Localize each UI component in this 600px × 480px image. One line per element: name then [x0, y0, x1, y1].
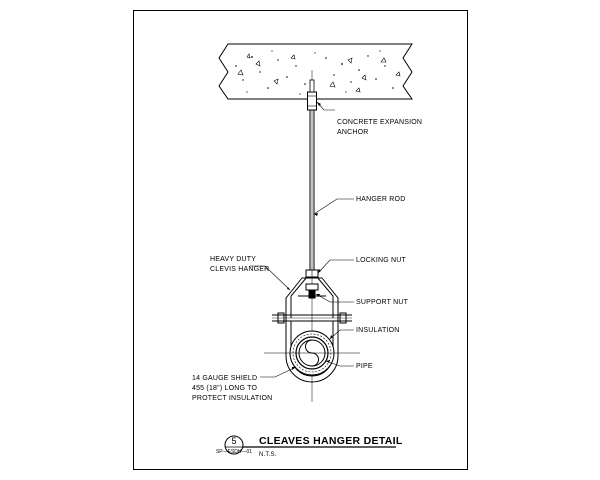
detail-title: CLEAVES HANGER DETAIL	[259, 435, 403, 447]
detail-bubble	[224, 435, 244, 455]
clevis-hanger	[285, 276, 339, 318]
clevis-label-line1: HEAVY DUTY	[210, 256, 256, 263]
anchor-label-line2: ANCHOR	[337, 129, 369, 136]
sheet-border	[133, 10, 468, 470]
cross-bolt	[272, 312, 352, 324]
detail-number: 5	[231, 436, 236, 446]
sheet-reference: SP—ESDH—01	[216, 449, 252, 455]
shield-label-line2: 455 (18") LONG TO	[192, 385, 258, 392]
insulation-label: INSULATION	[356, 327, 400, 334]
concrete-slab	[218, 43, 413, 100]
support-nut-label: SUPPORT NUT	[356, 299, 409, 306]
detail-title-block: 5 SP—ESDH—01 CLEAVES HANGER DETAIL N.T.S…	[216, 435, 403, 458]
anchor-label-line1: CONCRETE EXPANSION	[337, 119, 422, 126]
concrete-expansion-anchor	[307, 79, 317, 111]
leader-arrowheads	[287, 102, 333, 370]
hanger-rod-label: HANGER ROD	[356, 196, 405, 203]
clevis-label-line2: CLEVIS HANGER	[210, 266, 269, 273]
locking-nut	[305, 269, 319, 278]
hanger-rod	[309, 110, 315, 272]
pipe-assembly	[264, 330, 360, 376]
detail-scale: N.T.S.	[259, 452, 277, 458]
shield-label-line3: PROTECT INSULATION	[192, 395, 272, 402]
shield-label-line1: 14 GAUGE SHIELD	[192, 375, 257, 382]
pipe-label: PIPE	[356, 363, 373, 370]
locking-nut-label: LOCKING NUT	[356, 257, 407, 264]
